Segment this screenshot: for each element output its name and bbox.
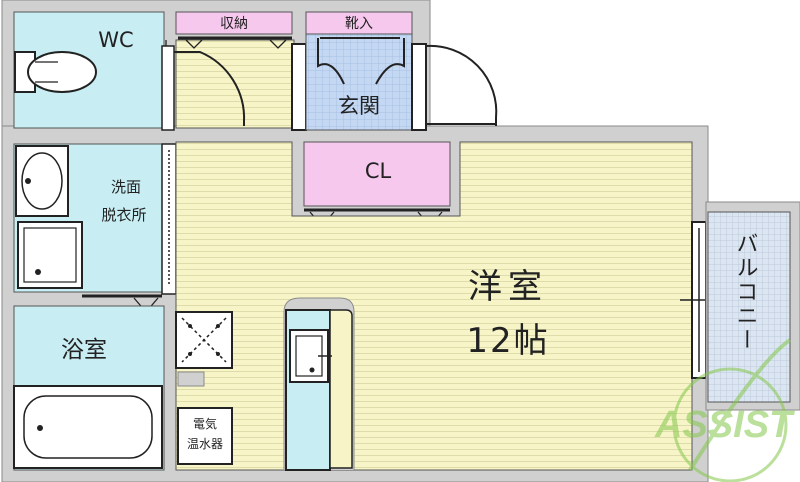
western-room-label-2: 12帖 [466, 321, 549, 361]
entrance-area: 靴入 玄関 [305, 11, 498, 131]
washroom-label-1: 洗面 [111, 178, 141, 196]
wc-room: WC [13, 11, 165, 129]
washroom-label-2: 脱衣所 [101, 206, 146, 224]
storage-label: 収納 [220, 16, 248, 32]
watermark-logo: ASSIST [654, 338, 795, 482]
kitchen-sink-icon [289, 329, 332, 383]
bathtub-icon [13, 385, 163, 469]
wc-label: WC [98, 28, 133, 52]
stove-icon [175, 311, 233, 369]
washing-machine-pan-icon [17, 221, 83, 289]
washroom: 洗面 脱衣所 [13, 143, 177, 313]
washbasin-icon [15, 145, 69, 217]
entrance-label: 玄関 [338, 94, 380, 118]
shoe-storage-label: 靴入 [345, 16, 373, 32]
balcony: バルコニー [705, 201, 800, 411]
storage-area: 収納 [161, 11, 307, 131]
water-heater: 電気 温水器 [177, 407, 233, 465]
western-room: 洋室 12帖 電気 温水器 [175, 141, 693, 471]
water-heater-label-2: 温水器 [187, 437, 223, 451]
bathroom: 浴室 [13, 305, 165, 471]
western-room-label-1: 洋室 [468, 267, 548, 307]
kitchen-counter [283, 297, 355, 471]
balcony-label: バルコニー [733, 232, 758, 352]
water-heater-label-1: 電気 [193, 416, 217, 431]
watermark-text: ASSIST [654, 404, 795, 446]
bathroom-label: 浴室 [61, 337, 107, 363]
closet-label: CL [365, 159, 392, 183]
toilet-icon [14, 51, 97, 93]
